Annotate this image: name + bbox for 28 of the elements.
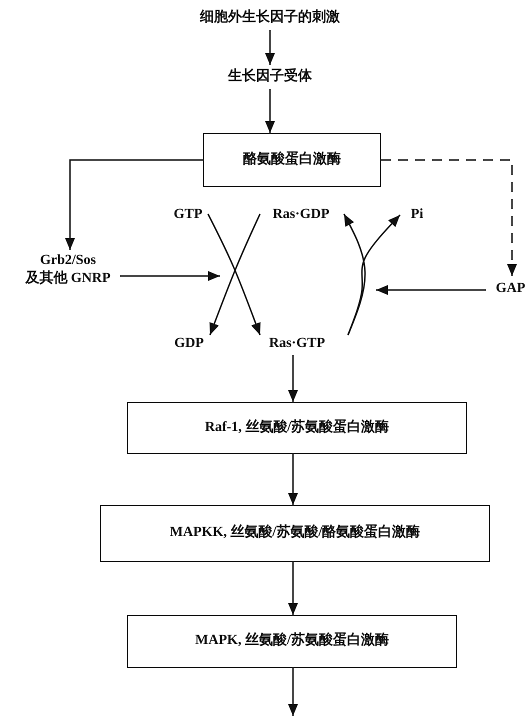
- arrow: [376, 285, 486, 295]
- node-label: Pi: [410, 206, 424, 224]
- box-label: MAPK, 丝氨酸/苏氨酸蛋白激酶: [195, 632, 389, 650]
- arrow: [347, 214, 401, 336]
- arrow: [288, 668, 298, 716]
- arrow: [288, 355, 298, 402]
- node-label: GAP: [496, 280, 526, 298]
- node-label: 细胞外生长因子的刺激: [200, 8, 340, 27]
- node-label: Grb2/Sos 及其他 GNRP: [24, 252, 112, 288]
- dashed-arrow: [381, 159, 517, 276]
- arrow: [265, 89, 275, 133]
- arrow: [288, 562, 298, 615]
- process-box: [127, 615, 457, 668]
- arrow: [120, 271, 220, 281]
- node-label: Ras·GTP: [268, 334, 325, 353]
- arrow: [288, 454, 298, 505]
- node-label: Ras·GDP: [272, 206, 330, 224]
- node-label: 生长因子受体: [228, 68, 312, 86]
- node-label: GTP: [174, 206, 202, 224]
- arrow: [265, 30, 275, 65]
- box-label: MAPKK, 丝氨酸/苏氨酸/酪氨酸蛋白激酶: [170, 524, 420, 542]
- process-box: [100, 505, 490, 562]
- process-box: [203, 133, 381, 187]
- box-label: 酪氨酸蛋白激酶: [243, 150, 341, 169]
- node-label: GDP: [174, 334, 204, 353]
- box-label: Raf-1, 丝氨酸/苏氨酸蛋白激酶: [204, 418, 390, 437]
- process-box: [127, 402, 467, 454]
- arrow: [65, 159, 203, 250]
